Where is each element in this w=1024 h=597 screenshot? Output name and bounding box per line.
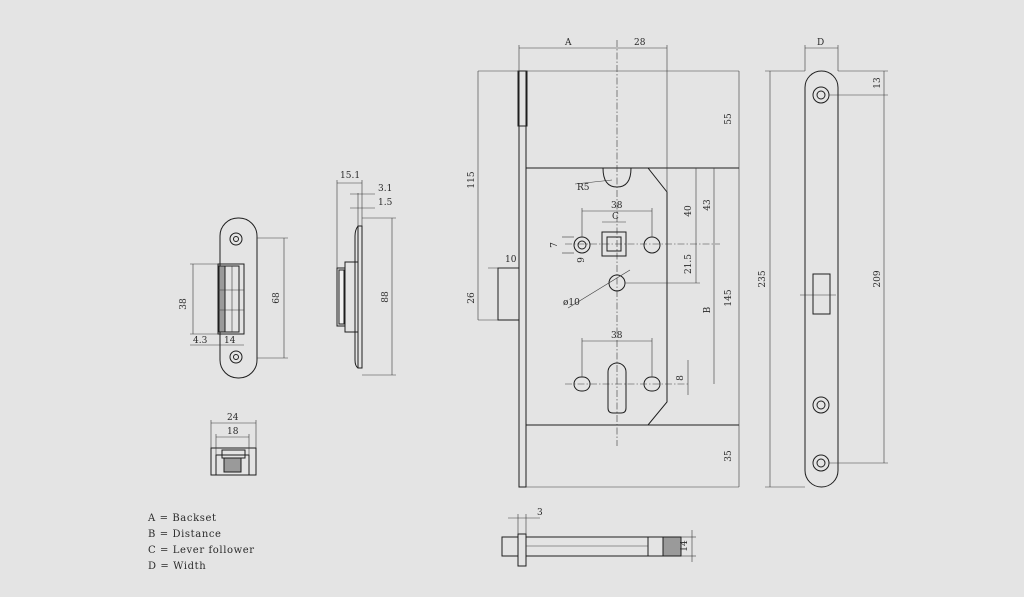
- lock-dim-38-top: 38: [611, 201, 623, 211]
- striker-dim-4-3: 4.3: [193, 336, 208, 346]
- lock-dim-phi10: ø10: [563, 298, 580, 308]
- striker-dim-14: 14: [224, 336, 236, 346]
- lock-body: A 28 55 115 R5 38 C 40 43 7 9 10 21.5: [467, 38, 740, 488]
- bolt-view: 3 14: [501, 508, 696, 567]
- striker-side-dim-15-1: 15.1: [340, 171, 360, 181]
- lock-dim-38-bottom: 38: [611, 331, 623, 341]
- lock-dim-10: 10: [505, 255, 517, 265]
- legend-item-c: C = Lever follower: [148, 545, 255, 556]
- legend-item-b: B = Distance: [148, 529, 222, 540]
- striker-plate-side: 15.1 3.1 1.5 88: [336, 171, 396, 376]
- faceplate-dim-209: 209: [873, 270, 883, 287]
- lock-dim-40: 40: [684, 205, 694, 217]
- bolt-dim-14: 14: [680, 540, 690, 552]
- striker-plate-front: 38 68 4.3 14: [179, 217, 288, 379]
- striker-dim-38: 38: [179, 298, 189, 310]
- striker-box: 24 18: [210, 413, 257, 476]
- striker-dim-68: 68: [272, 292, 282, 304]
- striker-box-dim-24: 24: [227, 413, 239, 423]
- lock-dim-9: 9: [577, 257, 587, 263]
- lock-dim-43: 43: [703, 199, 713, 211]
- lock-dim-7: 7: [550, 242, 560, 248]
- faceplate-dim-D: D: [817, 38, 824, 48]
- lock-dim-B: B: [703, 306, 713, 313]
- lock-dim-35: 35: [724, 450, 734, 462]
- lock-dim-8: 8: [676, 375, 686, 381]
- lock-dim-145: 145: [724, 289, 734, 306]
- lock-dim-26: 26: [467, 292, 477, 304]
- lock-dim-55: 55: [724, 113, 734, 125]
- striker-side-dim-88: 88: [381, 291, 391, 303]
- lock-dim-21-5: 21.5: [684, 254, 694, 274]
- lock-dim-A: A: [564, 38, 572, 48]
- legend-item-d: D = Width: [148, 561, 206, 572]
- lock-dim-r5: R5: [577, 183, 590, 193]
- lock-dim-115: 115: [467, 171, 477, 188]
- lock-faceplate: D 13 235 209: [758, 38, 888, 488]
- lock-dim-C: C: [612, 212, 619, 222]
- lock-dim-28: 28: [634, 38, 646, 48]
- legend-item-a: A = Backset: [147, 513, 217, 524]
- faceplate-dim-13: 13: [873, 77, 883, 89]
- striker-side-dim-1-5: 1.5: [378, 198, 393, 208]
- striker-box-dim-18: 18: [227, 427, 239, 437]
- bolt-dim-3: 3: [537, 508, 543, 518]
- faceplate-dim-235: 235: [758, 270, 768, 287]
- legend: A = Backset B = Distance C = Lever follo…: [147, 513, 255, 572]
- striker-side-dim-3-1: 3.1: [378, 184, 392, 194]
